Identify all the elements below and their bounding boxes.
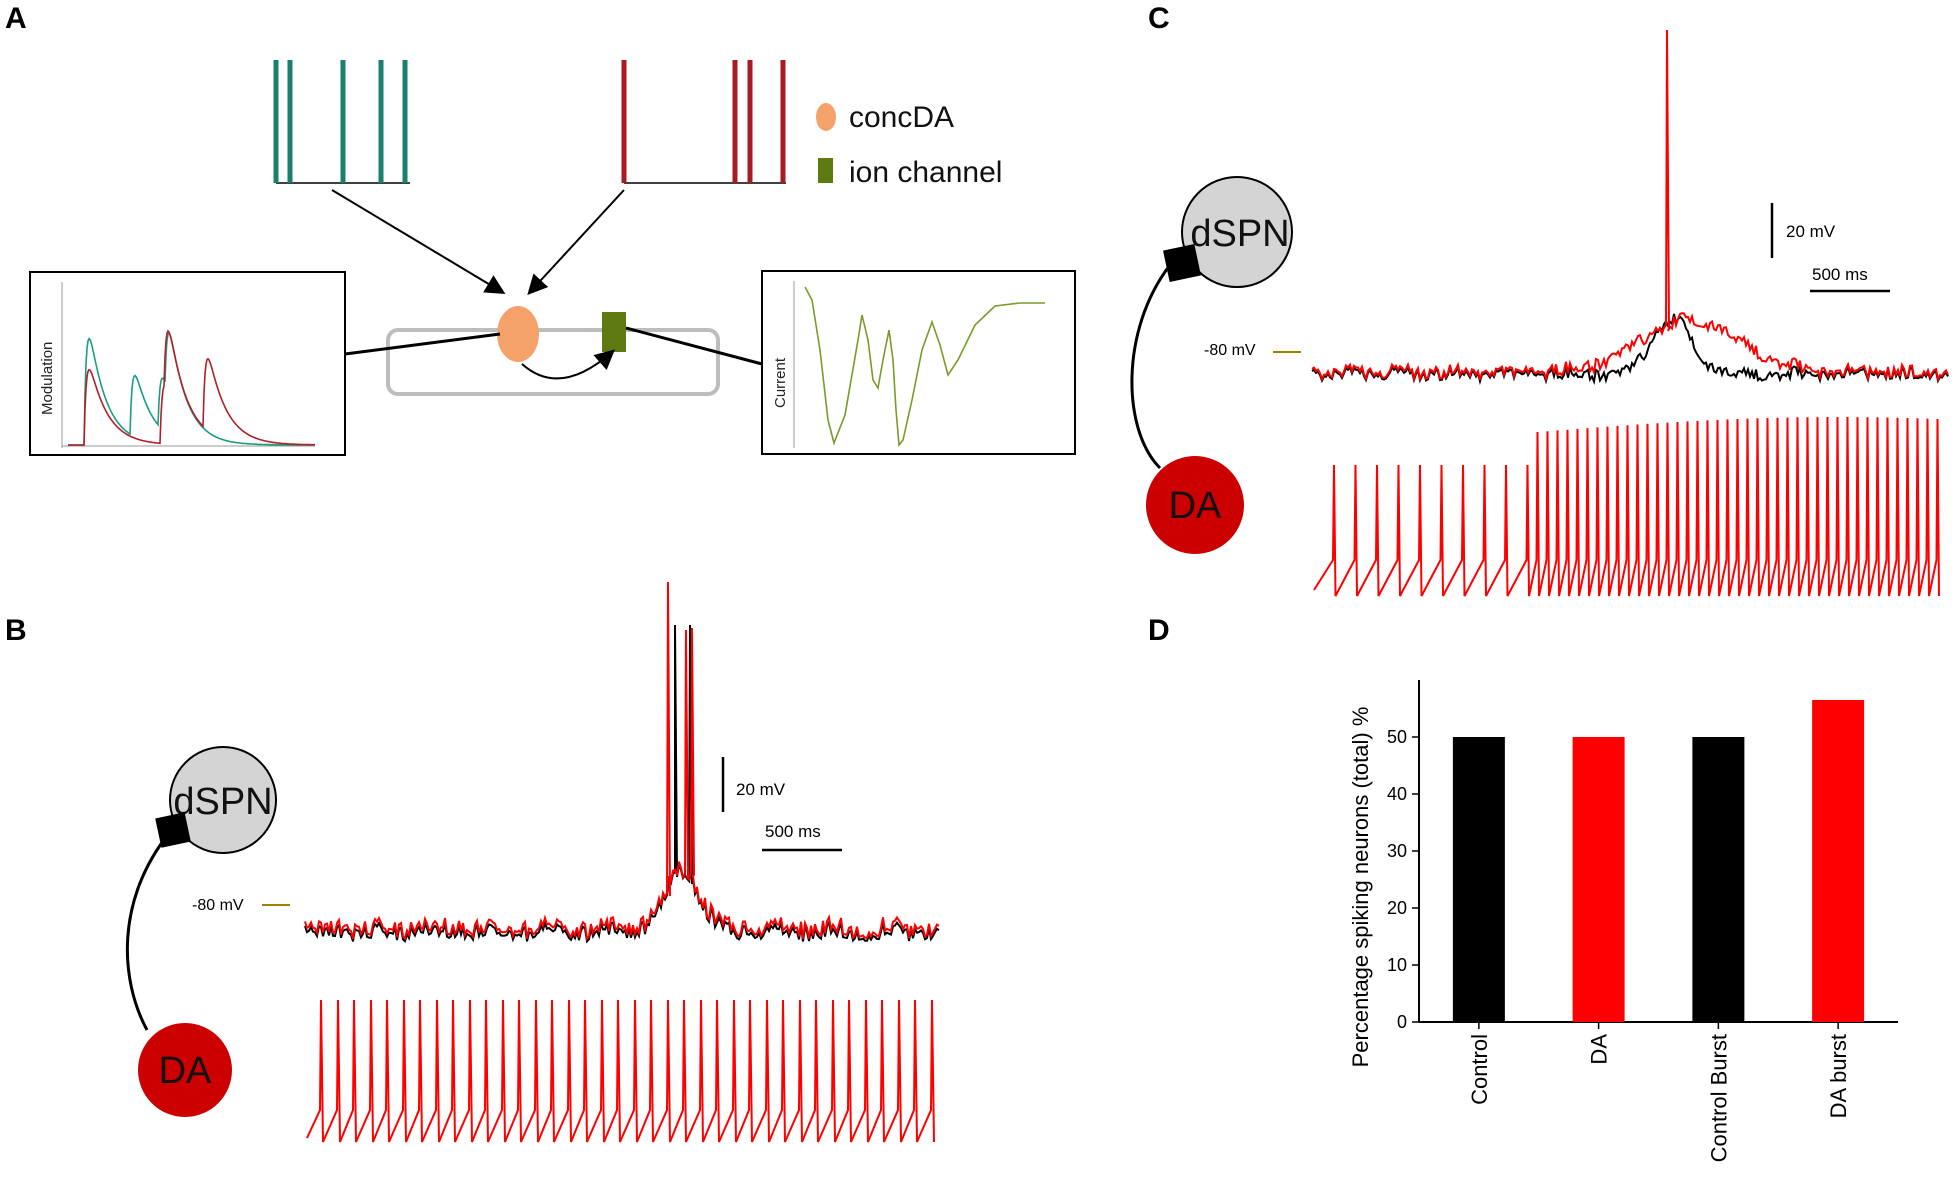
c-dspn-cell xyxy=(1181,176,1293,288)
chart-x-tick-label: DA burst xyxy=(1826,1034,1851,1118)
panel-d: D Percentage spiking neurons (total) % 0… xyxy=(1148,614,1898,1162)
b-scale-time-label: 500 ms xyxy=(765,822,821,841)
b-resting-label: -80 mV xyxy=(192,897,244,914)
panel-letter-a: A xyxy=(5,2,27,35)
concda-node xyxy=(497,306,539,362)
panel-c: C dSPN DA -80 mV 20 mV 500 ms xyxy=(1130,2,1949,597)
panel-b: B dSPN DA -80 mV 20 mV 500 ms xyxy=(5,581,940,1143)
chart-x-tick-label: Control xyxy=(1467,1034,1492,1105)
b-da-spike-trace xyxy=(306,999,935,1143)
current-plot-box xyxy=(761,270,1076,455)
chart-y-tick-label: 30 xyxy=(1387,841,1407,861)
panel-a: A concDA ion channel xyxy=(5,2,1076,456)
c-synapse xyxy=(1163,244,1201,282)
chart-bar xyxy=(1572,737,1625,1022)
modulation-plot-box xyxy=(29,271,346,456)
ion-channel-legend-label: ion channel xyxy=(849,156,1002,189)
chart-bar xyxy=(1452,737,1505,1022)
chart-y-tick-label: 10 xyxy=(1387,955,1407,975)
green-spike-train xyxy=(273,60,410,184)
bar-chart: Percentage spiking neurons (total) % 0 10… xyxy=(1348,680,1898,1162)
b-dspn-cell xyxy=(169,746,277,854)
modulation-axis-label: Modulation xyxy=(39,342,56,415)
c-axon xyxy=(1130,264,1172,470)
b-da-label: DA xyxy=(159,1050,212,1092)
c-da-spike-trace xyxy=(1313,416,1940,597)
chart-bar xyxy=(1692,737,1745,1022)
b-synapse xyxy=(155,812,191,848)
ion-channel-legend-icon xyxy=(818,158,833,183)
c-da-label: DA xyxy=(1169,485,1222,527)
ion-channel-node xyxy=(602,312,626,352)
membrane-compartment xyxy=(386,328,720,396)
c-dspn-label: dSPN xyxy=(1190,213,1289,255)
chart-x-tick-label: DA xyxy=(1587,1034,1612,1065)
panel-letter-b: B xyxy=(5,614,27,647)
c-scale-time-label: 500 ms xyxy=(1812,265,1868,284)
c-scale-voltage-label: 20 mV xyxy=(1786,222,1836,241)
panel-letter-c: C xyxy=(1148,2,1170,35)
chart-bar xyxy=(1812,699,1865,1022)
current-box-connector xyxy=(625,326,763,366)
concda-legend-icon xyxy=(816,103,836,131)
panel-letter-d: D xyxy=(1148,614,1170,647)
red-spike-train xyxy=(621,60,786,184)
c-da-cell xyxy=(1146,456,1244,554)
b-scale-voltage-label: 20 mV xyxy=(736,780,786,799)
red-train-lines xyxy=(621,60,786,184)
green-train-arrow xyxy=(331,189,506,295)
chart-y-tick-label: 0 xyxy=(1397,1012,1407,1032)
b-axon xyxy=(125,831,172,1031)
current-curve xyxy=(804,286,1045,448)
c-dspn-red-trace xyxy=(1311,29,1949,383)
b-dspn-black-trace xyxy=(304,624,940,944)
panel-a-legend: concDA ion channel xyxy=(816,101,1002,189)
chart-x-tick-label: Control Burst xyxy=(1706,1034,1731,1162)
modulation-box-connector xyxy=(344,332,501,356)
modulation-arrow xyxy=(521,349,615,380)
chart-y-tick-label: 20 xyxy=(1387,898,1407,918)
green-train-lines xyxy=(273,60,410,184)
b-da-cell xyxy=(138,1023,232,1117)
current-axis-label: Current xyxy=(772,357,789,408)
b-dspn-red-trace xyxy=(304,581,940,941)
b-dspn-label: dSPN xyxy=(173,781,272,823)
red-train-arrow xyxy=(527,189,625,295)
modulation-red-curve xyxy=(68,329,315,446)
chart-y-tick-label: 50 xyxy=(1387,727,1407,747)
chart-ylabel: Percentage spiking neurons (total) % xyxy=(1348,707,1373,1068)
c-resting-label: -80 mV xyxy=(1204,342,1256,359)
chart-y-tick-label: 40 xyxy=(1387,784,1407,804)
concda-legend-label: concDA xyxy=(849,101,954,134)
